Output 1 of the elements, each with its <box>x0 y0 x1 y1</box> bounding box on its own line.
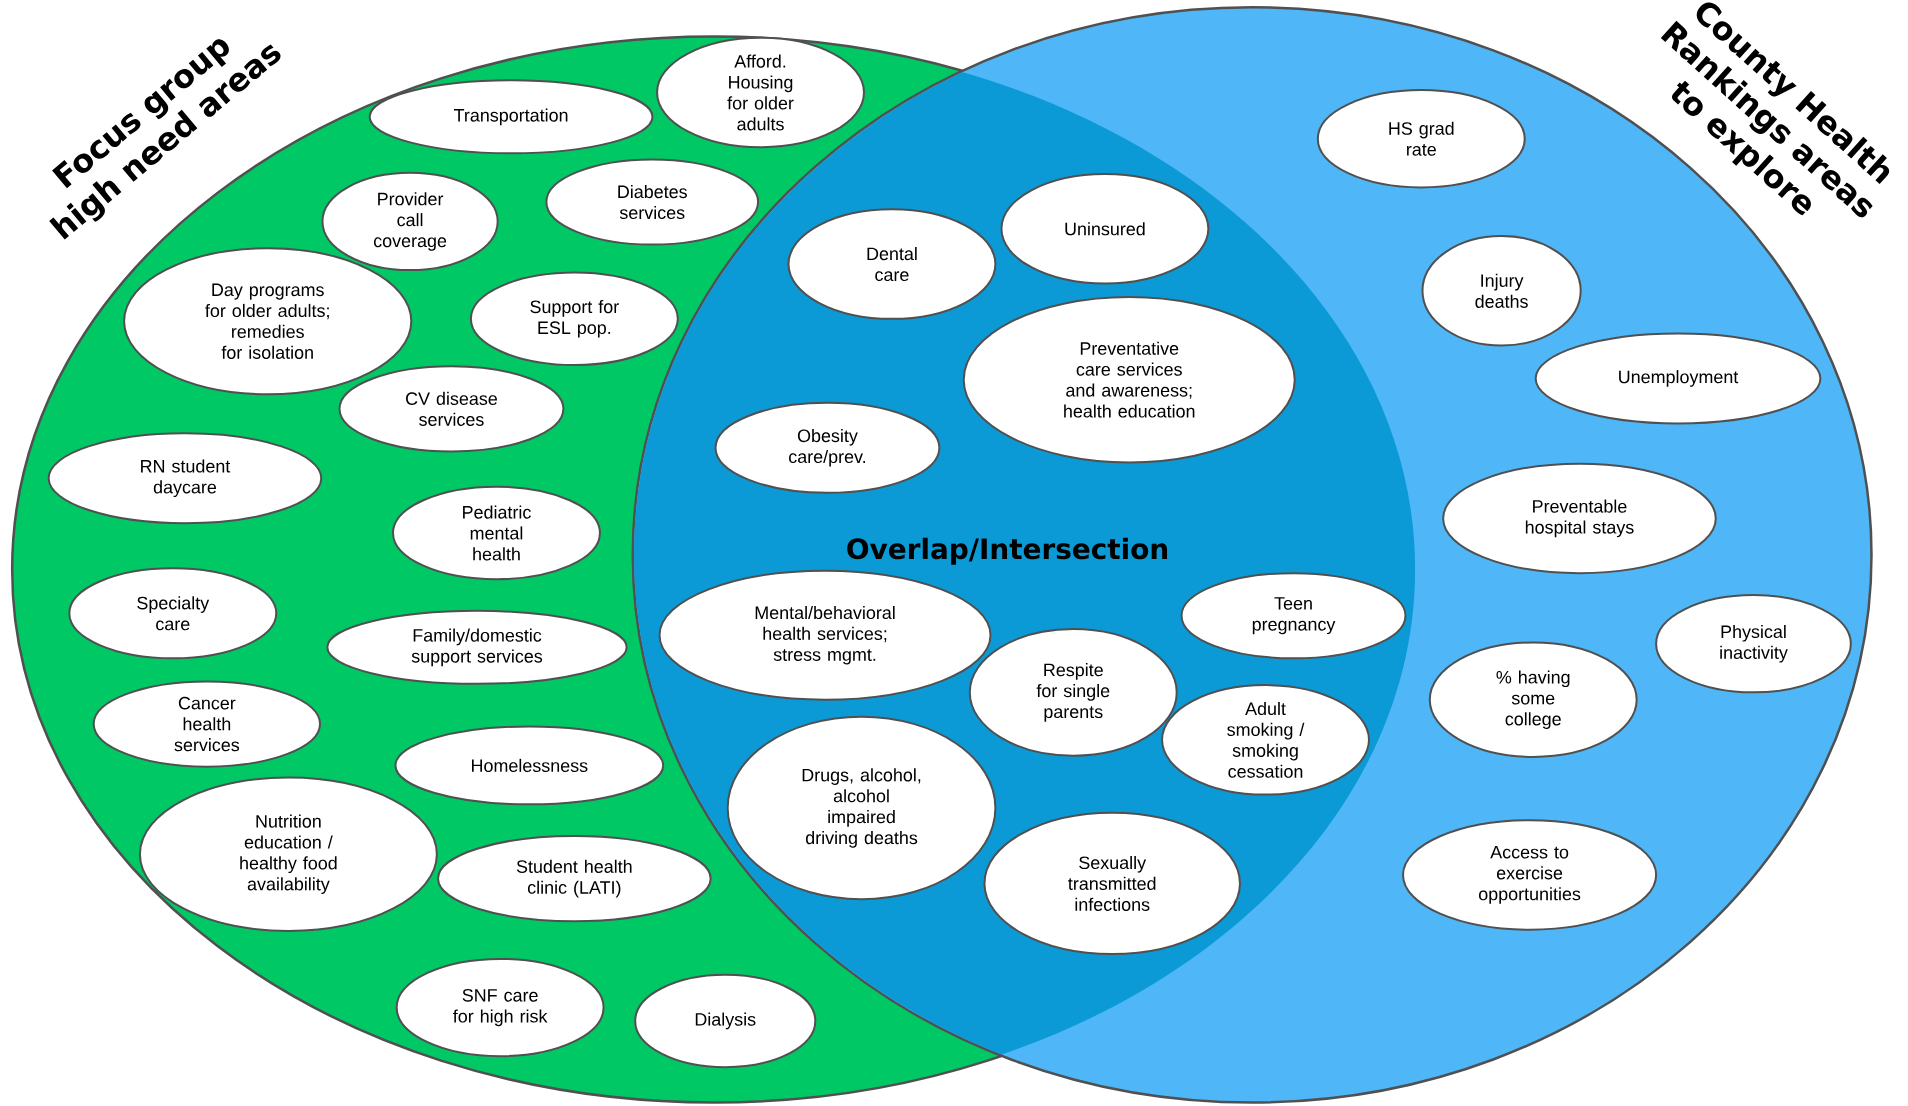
overlap-heading: Overlap/Intersection <box>847 537 1167 565</box>
